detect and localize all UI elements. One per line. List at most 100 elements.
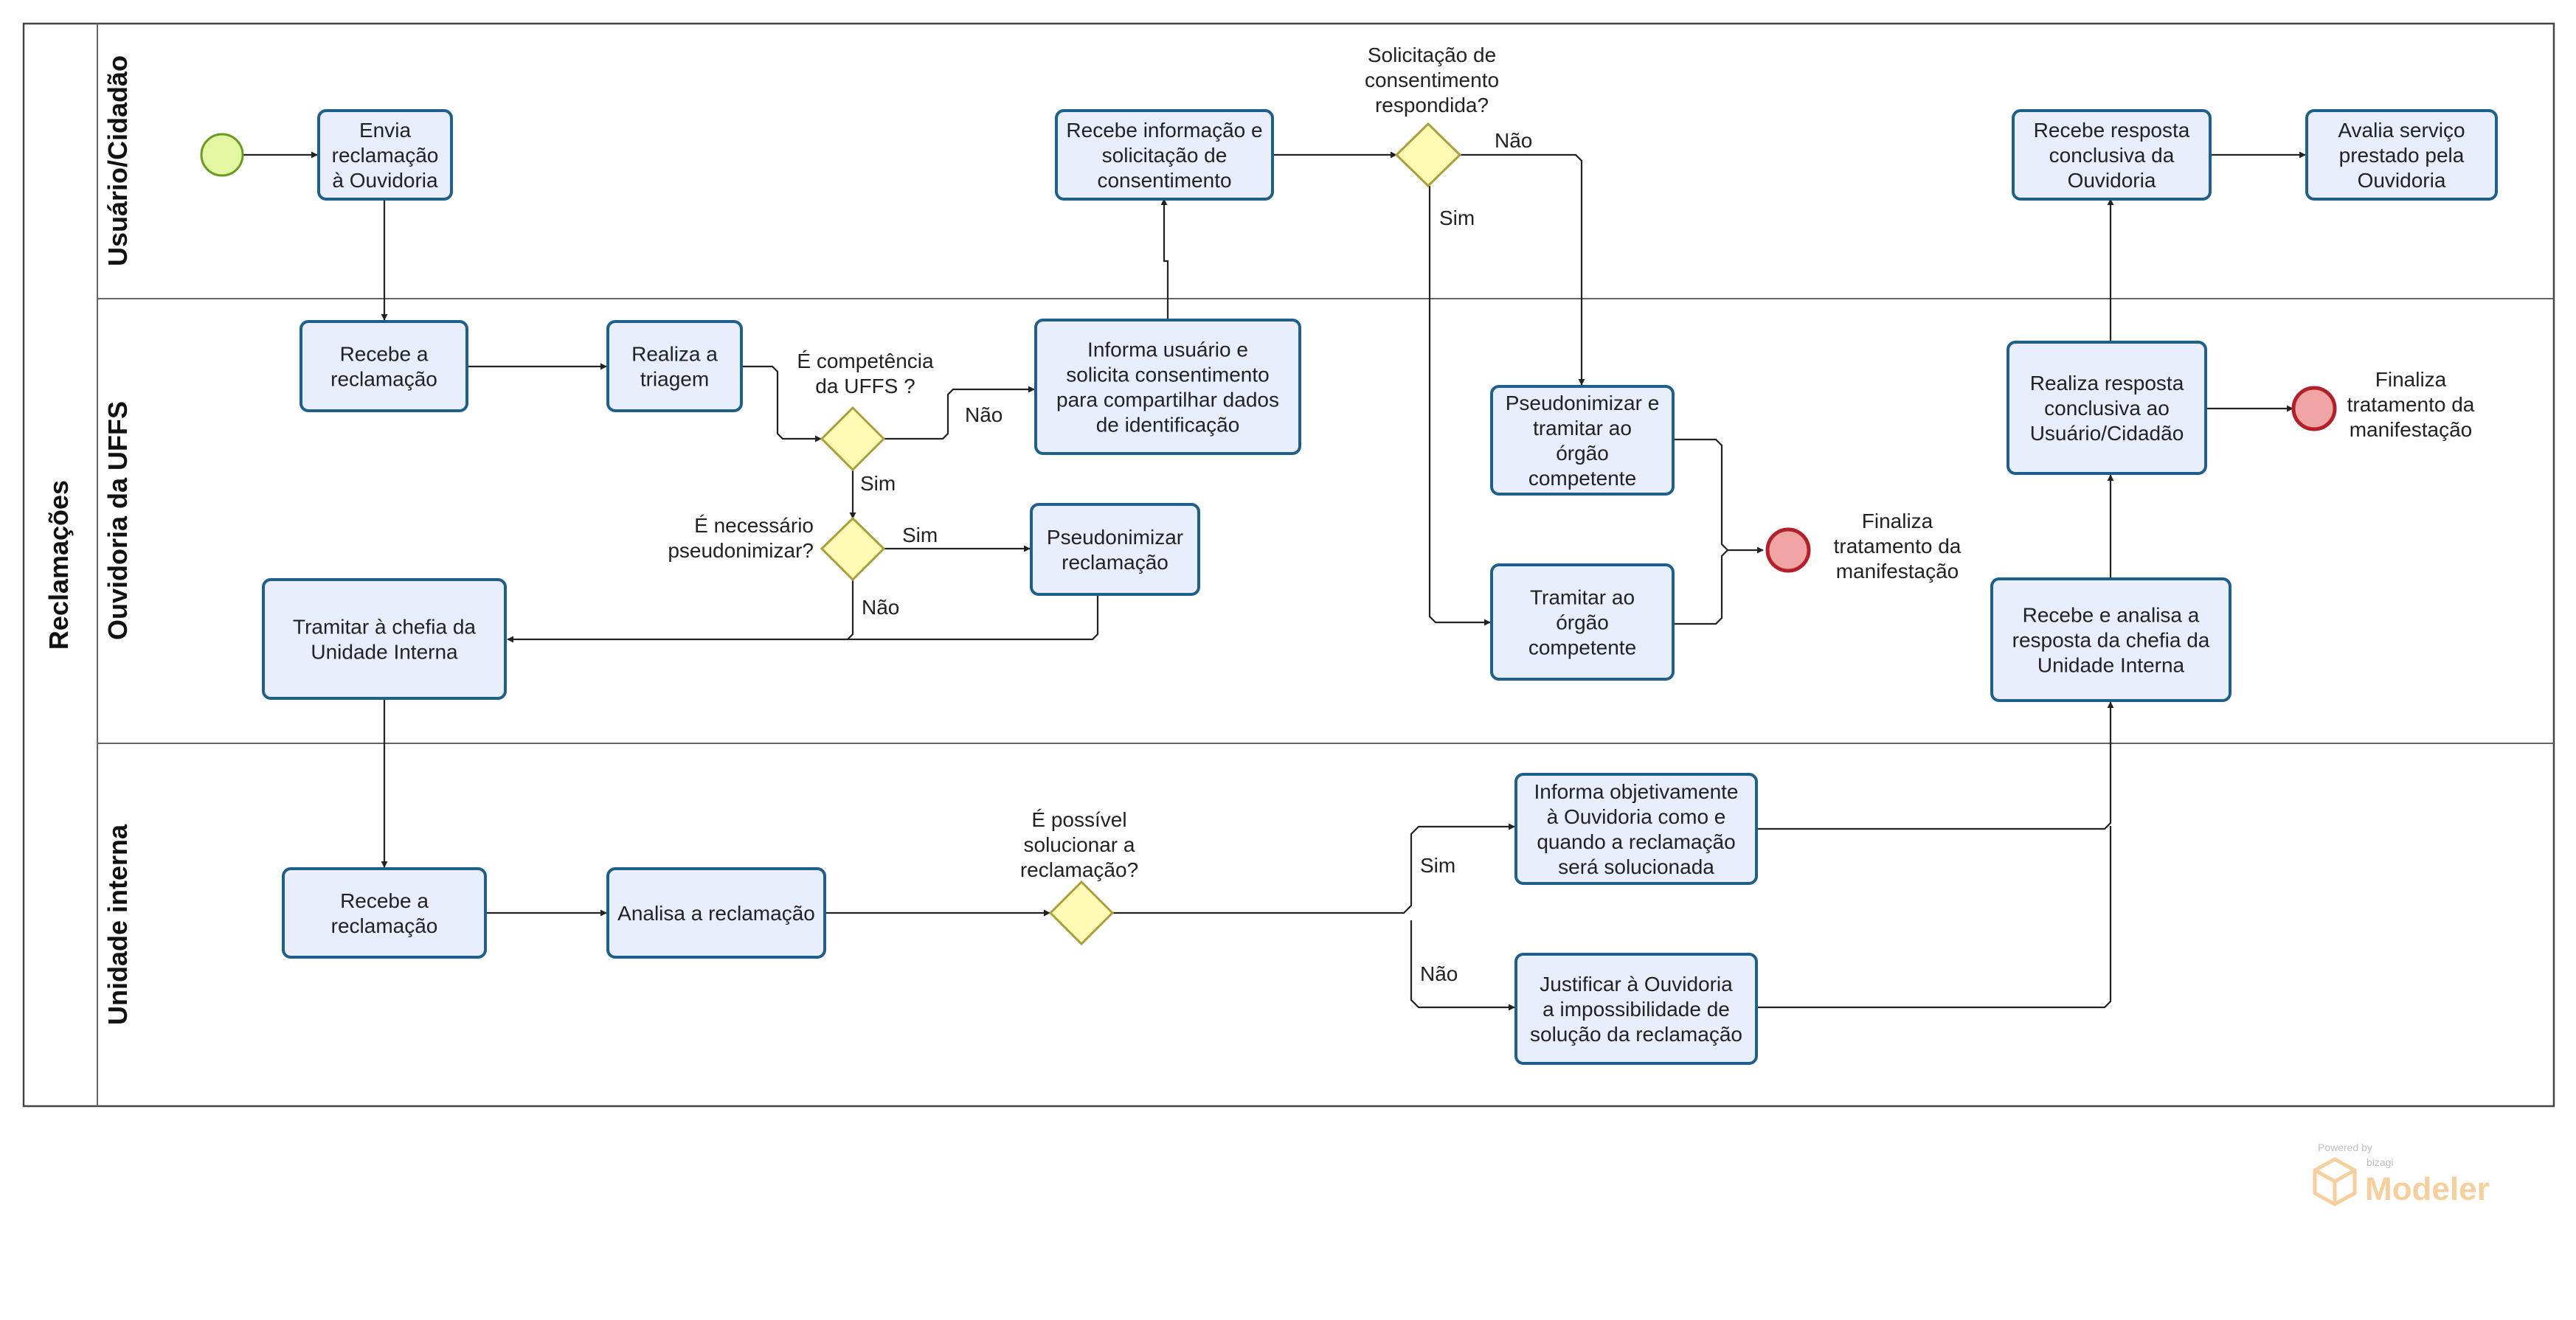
task-label: Pseudonimizar e <box>1506 392 1660 414</box>
flow-label-sim: Sim <box>902 524 938 546</box>
gateway-label: Solicitação de consentimento respondida? <box>1365 44 1499 117</box>
task-analisa[interactable]: Analisa a reclamação <box>606 867 826 959</box>
pool: Reclamações Usuário/Cidadão Ouvidoria da… <box>22 22 2555 1108</box>
task-label: Unidade Interna <box>311 641 458 664</box>
flow <box>1410 920 1515 1011</box>
task-label: Ouvidoria <box>2358 169 2446 192</box>
task-label: Informa objetivamente <box>1534 780 1738 803</box>
flow-label-sim: Sim <box>1439 206 1475 229</box>
task-label: Realiza resposta <box>2030 372 2184 395</box>
task-label: Ouvidoria <box>2068 169 2156 192</box>
task-label: Informa usuário e <box>1087 338 1248 361</box>
svg-text:manifestação: manifestação <box>2350 418 2473 441</box>
gateway-competencia[interactable] <box>820 406 886 472</box>
svg-text:reclamação?: reclamação? <box>1020 858 1138 881</box>
task-label: de identificação <box>1096 414 1240 437</box>
task-label: Recebe a <box>340 889 429 912</box>
svg-text:É possível: É possível <box>1031 808 1126 831</box>
task-label: solução da reclamação <box>1530 1023 1742 1046</box>
lane-title-unidade: Unidade interna <box>103 824 133 1025</box>
task-label: Usuário/Cidadão <box>2030 422 2184 445</box>
task-label: à Ouvidoria <box>332 169 438 192</box>
task-label: reclamação <box>332 144 439 167</box>
flow <box>884 386 1035 440</box>
flow-labels: Não Sim Não Sim Sim Não Sim Não <box>860 129 1532 985</box>
flow-label-sim: Sim <box>860 472 896 495</box>
task-label: solicitação de <box>1102 144 1228 167</box>
task-label: reclamação <box>330 368 437 391</box>
task-label: competente <box>1528 467 1636 490</box>
svg-text:tratamento da: tratamento da <box>1834 535 1962 557</box>
task-label: conclusiva ao <box>2044 397 2170 420</box>
svg-text:Finaliza: Finaliza <box>1862 510 1933 532</box>
svg-text:da UFFS ?: da UFFS ? <box>815 375 915 397</box>
flow <box>741 365 822 442</box>
end-event[interactable] <box>1765 527 1811 573</box>
task-label: prestado pela <box>2339 144 2465 167</box>
svg-text:Powered by: Powered by <box>2318 1142 2372 1153</box>
svg-text:pseudonimizar?: pseudonimizar? <box>668 539 814 562</box>
svg-text:É necessário: É necessário <box>694 514 814 537</box>
task-label: Recebe a <box>340 343 429 366</box>
task-label: Tramitar ao <box>1530 586 1635 609</box>
start-event[interactable] <box>200 133 244 177</box>
task-label: Envia <box>359 119 411 142</box>
gateway-label: É necessário pseudonimizar? <box>668 514 814 562</box>
task-label: consentimento <box>1097 169 1231 192</box>
bizagi-logo: Powered by bizagi Modeler <box>2313 1142 2490 1207</box>
task-label: reclamação <box>331 914 438 937</box>
lane-title-ouvidoria: Ouvidoria da UFFS <box>103 401 133 640</box>
svg-text:tratamento da: tratamento da <box>2347 393 2475 416</box>
svg-text:bizagi: bizagi <box>2366 1156 2394 1168</box>
svg-text:consentimento: consentimento <box>1365 69 1499 91</box>
task-label: será solucionada <box>1558 855 1714 878</box>
flow-label-nao: Não <box>862 596 899 619</box>
gateway-solucionar[interactable] <box>1048 880 1115 946</box>
flow <box>1673 438 1764 554</box>
task-label: competente <box>1528 636 1636 659</box>
flow-label-sim: Sim <box>1420 854 1455 877</box>
svg-text:Modeler: Modeler <box>2365 1171 2490 1207</box>
task-label: Avalia serviço <box>2338 119 2465 142</box>
gateway-pseudonimizar[interactable] <box>820 516 886 582</box>
svg-text:É competência: É competência <box>797 350 934 372</box>
pool-title: Reclamações <box>44 480 74 650</box>
task-label: solicita consentimento <box>1066 364 1269 386</box>
task-label: Recebe resposta <box>2034 119 2190 142</box>
flow <box>1160 198 1169 319</box>
flow <box>1428 186 1491 626</box>
task-label: quando a reclamação <box>1537 830 1735 853</box>
task-label: Justificar à Ouvidoria <box>1540 973 1733 996</box>
sequence-flows <box>243 151 2306 1011</box>
svg-text:Finaliza: Finaliza <box>2375 368 2447 391</box>
task-label: tramitar ao <box>1533 417 1632 440</box>
svg-text:Solicitação de: Solicitação de <box>1368 44 1496 66</box>
task-label: Unidade Interna <box>2037 654 2185 677</box>
end-event[interactable] <box>2291 386 2337 431</box>
task-label: Realiza a <box>631 343 718 366</box>
flow-label-nao: Não <box>1495 129 1532 152</box>
flow <box>1756 701 2114 830</box>
task-label: órgão <box>1556 611 1609 634</box>
flow-label-nao: Não <box>965 403 1003 426</box>
gateway-consentimento[interactable] <box>1394 122 1462 188</box>
flow <box>1673 549 1728 625</box>
task-label: Recebe e analisa a <box>2023 604 2200 627</box>
